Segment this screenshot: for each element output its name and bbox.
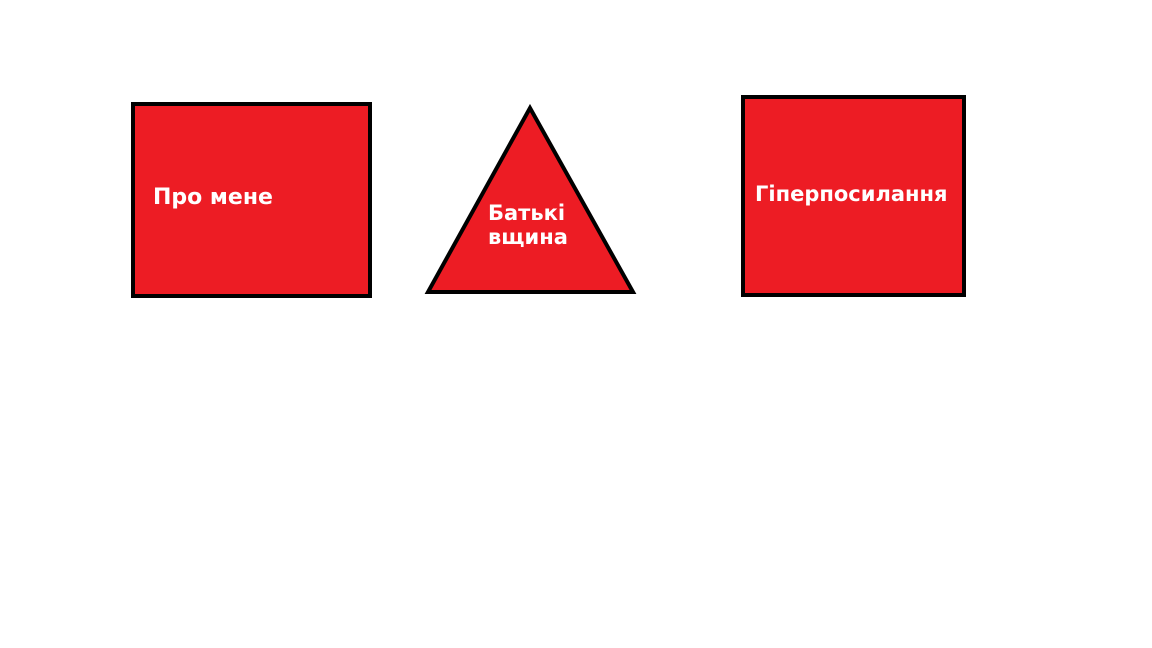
hyperlinks-rectangle[interactable]: Гіперпосилання <box>741 95 966 297</box>
about-me-rectangle[interactable]: Про мене <box>131 102 372 298</box>
triangle-polygon <box>424 103 637 294</box>
about-me-label: Про мене <box>153 185 273 210</box>
homeland-label-line1: Батькі <box>488 201 566 225</box>
homeland-label-line2: вщина <box>488 225 568 249</box>
homeland-label: Батькі вщина <box>488 201 608 249</box>
hyperlinks-label: Гіперпосилання <box>755 182 948 206</box>
homeland-triangle[interactable]: Батькі вщина <box>424 103 637 298</box>
triangle-shape-icon <box>424 103 637 294</box>
